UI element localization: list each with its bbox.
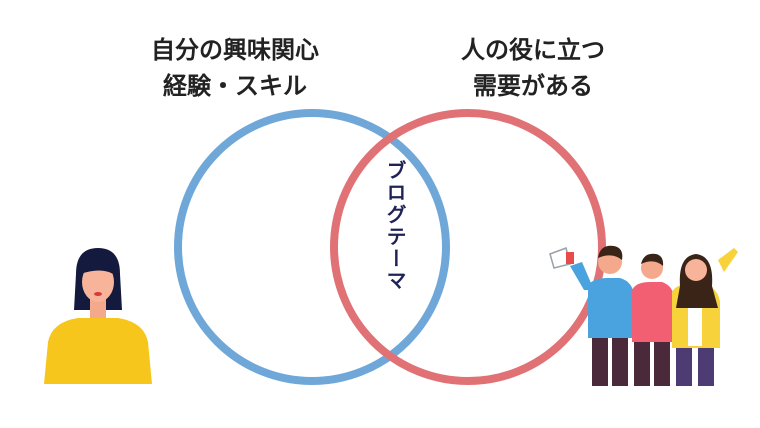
right-circle — [330, 109, 606, 385]
woman-yellow-sweater-icon — [44, 248, 152, 384]
left-circle-label: 自分の興味関心 経験・スキル — [120, 32, 350, 104]
left-circle — [174, 109, 450, 385]
overlap-label: ブログテーマ — [383, 160, 407, 292]
cheering-group-with-megaphone-icon — [549, 245, 738, 386]
right-label-line2: 需要がある — [473, 72, 593, 100]
right-label-line1: 人の役に立つ — [461, 36, 605, 64]
left-label-line2: 経験・スキル — [163, 72, 307, 100]
right-circle-label: 人の役に立つ 需要がある — [418, 32, 648, 104]
megaphone-icon — [549, 247, 574, 269]
left-label-line1: 自分の興味関心 — [151, 36, 319, 64]
